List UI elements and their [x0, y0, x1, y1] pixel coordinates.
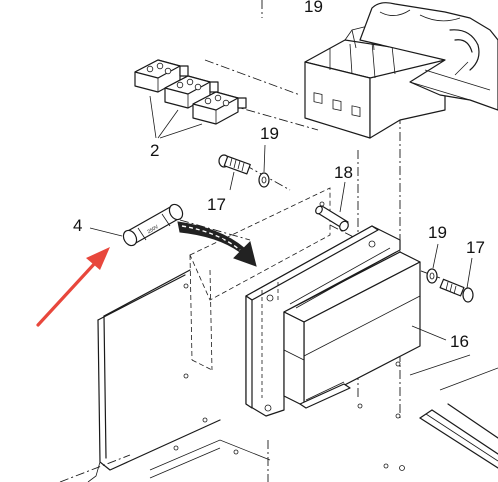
leader-17-left [229, 171, 235, 191]
fuse-marking: 250V [147, 224, 161, 235]
leader-2a [149, 95, 157, 139]
terminal-blocks [134, 59, 247, 139]
label-part-4: 4 [73, 216, 82, 235]
label-part-19-top: 19 [304, 0, 323, 16]
leader-17-right [466, 257, 473, 289]
label-part-2: 2 [150, 141, 159, 160]
part-labels: 19 2 19 17 18 4 19 17 16 [73, 0, 485, 351]
leader-19-left [263, 144, 266, 173]
leader-2c [159, 123, 203, 139]
leader-18 [339, 181, 346, 213]
label-part-19-right: 19 [428, 223, 447, 242]
leader-2b [157, 109, 179, 139]
terminal-block-2 [164, 75, 219, 109]
standoff [315, 205, 349, 232]
red-pointer-arrow [36, 247, 110, 327]
terminal-block-1 [134, 59, 189, 93]
screw-left [218, 154, 251, 175]
label-part-19-screw-left: 19 [260, 124, 279, 143]
label-part-18: 18 [334, 163, 353, 182]
din-rail [383, 354, 498, 469]
label-part-17-left: 17 [207, 195, 226, 214]
top-cover [359, 2, 498, 111]
washer-right [426, 268, 438, 284]
fuse: 250V [122, 203, 184, 247]
insertion-arrow [177, 221, 257, 267]
washer-left [258, 172, 270, 188]
leader-19-right [432, 243, 439, 269]
label-part-17-right: 17 [466, 238, 485, 257]
screw-right [439, 278, 474, 303]
pcb-module [245, 225, 421, 471]
leader-16 [411, 325, 447, 341]
terminal-block-3 [192, 91, 247, 125]
leader-4 [89, 227, 123, 237]
label-part-16: 16 [450, 332, 469, 351]
chassis-panel [87, 269, 271, 482]
back-plate [183, 187, 331, 379]
